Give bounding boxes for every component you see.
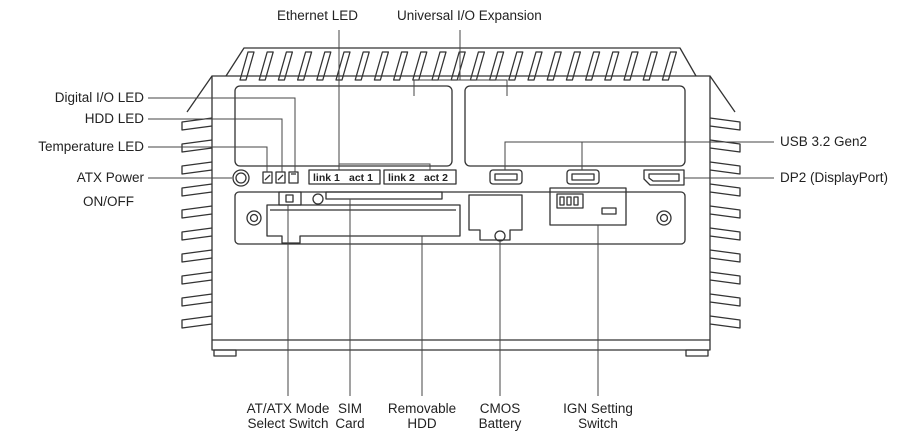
hdd-led-label: HDD LED xyxy=(84,111,144,126)
foot-right xyxy=(685,349,709,357)
power-button-inner xyxy=(235,172,247,184)
leader-lines xyxy=(148,30,774,396)
displayport-port[interactable] xyxy=(643,169,685,186)
sim-card-label: SIM Card xyxy=(320,401,380,431)
screw-right-inner xyxy=(659,213,669,223)
ign-setting-switch-label-line1: IGN Setting xyxy=(563,401,633,416)
ign-setting-switch-block[interactable] xyxy=(549,187,627,226)
screw-sim-icon xyxy=(312,193,324,205)
dip-switch xyxy=(556,193,617,215)
on-off-label: ON/OFF xyxy=(83,194,134,209)
sim-card-label-line1: SIM xyxy=(337,401,362,416)
usb-port-2[interactable] xyxy=(566,169,600,185)
cmos-battery-label-line2: Battery xyxy=(478,416,522,431)
usb-port-2-inner xyxy=(571,173,595,181)
io-expansion-window-right xyxy=(464,85,686,167)
foot-left xyxy=(213,349,237,357)
act1-text: act 1 xyxy=(349,172,373,184)
removable-hdd-label-line1: Removable xyxy=(387,401,457,416)
link1-text: link 1 xyxy=(313,172,340,184)
panel-text: link 1 act 1 link 2 act 2 xyxy=(313,172,448,184)
screw-right-icon xyxy=(656,210,672,226)
sim-card-label-line2: Card xyxy=(335,416,365,431)
cmos-battery-label-line1: CMOS xyxy=(479,401,521,416)
ign-setting-switch-label: IGN Setting Switch xyxy=(553,401,643,431)
io-expansion-window-left xyxy=(234,85,453,167)
led-indicators xyxy=(262,171,299,184)
removable-hdd-tray[interactable] xyxy=(266,204,461,244)
removable-hdd-label: Removable HDD xyxy=(377,401,467,431)
at-atx-switch-knob xyxy=(285,194,294,203)
heatsink-fins-right xyxy=(709,117,741,329)
lower-access-cover xyxy=(234,191,686,245)
cmos-battery-label: CMOS Battery xyxy=(465,401,535,431)
sim-card-slot[interactable] xyxy=(325,191,443,200)
power-button-icon[interactable] xyxy=(232,169,250,187)
temperature-led-label: Temperature LED xyxy=(38,139,144,154)
atx-power-label: ATX Power xyxy=(76,170,144,185)
screw-left-inner xyxy=(249,213,259,223)
chassis-outline xyxy=(211,75,711,351)
act2-text: act 2 xyxy=(424,172,448,184)
cmos-battery-cover[interactable] xyxy=(468,194,523,241)
ethernet-led-label: Ethernet LED xyxy=(277,8,359,23)
at-atx-switch[interactable] xyxy=(278,191,302,206)
universal-io-label: Universal I/O Expansion xyxy=(397,8,542,23)
link2-text: link 2 xyxy=(388,172,415,184)
ethernet-led-window-2 xyxy=(383,169,457,185)
digital-io-led-label: Digital I/O LED xyxy=(54,90,144,105)
displayport-inner xyxy=(648,173,680,182)
at-atx-mode-label: AT/ATX Mode Select Switch xyxy=(238,401,338,431)
screw-left-icon xyxy=(246,210,262,226)
ethernet-led-window-1 xyxy=(308,169,381,185)
usb-port-1[interactable] xyxy=(489,169,523,185)
usb-label: USB 3.2 Gen2 xyxy=(780,134,868,149)
at-atx-mode-label-line2: Select Switch xyxy=(247,416,329,431)
at-atx-mode-label-line1: AT/ATX Mode xyxy=(246,401,330,416)
ign-setting-switch-label-line2: Switch xyxy=(578,416,618,431)
removable-hdd-label-line2: HDD xyxy=(407,416,437,431)
usb-port-1-inner xyxy=(494,173,518,181)
dp2-label: DP2 (DisplayPort) xyxy=(780,170,889,185)
heatsink-fins-left xyxy=(181,117,213,329)
